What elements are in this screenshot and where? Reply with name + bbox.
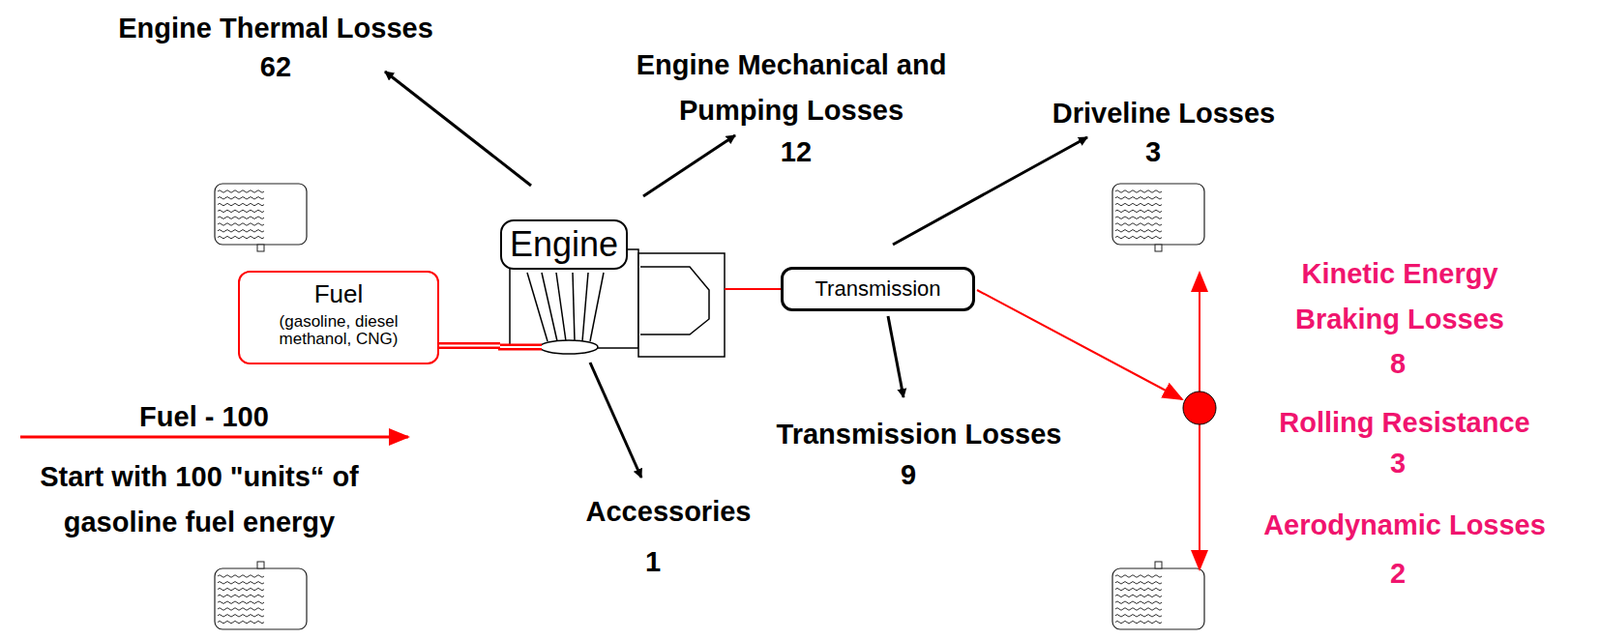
flow-connector <box>439 345 501 347</box>
input-note-wrap: Start with 100 "units“ of gasoline fuel … <box>5 454 393 546</box>
loss-label: Aerodynamic Losses <box>1261 509 1548 541</box>
fuel-line-core <box>439 345 501 348</box>
loss-label-wrap: Kinetic Energy Braking Losses <box>1254 251 1545 343</box>
loss-label-wrap: Aerodynamic Losses <box>1261 503 1548 549</box>
loss-value: 2 <box>1388 558 1408 590</box>
drive-line <box>724 288 781 291</box>
loss-label-wrap: Engine Mechanical and Pumping Losses <box>578 42 1005 134</box>
loss-value: 3 <box>1143 136 1163 168</box>
loss-value-wrap: 3 <box>1143 129 1163 176</box>
fuel-input-arrow <box>20 437 409 439</box>
loss-value: 8 <box>1388 348 1408 380</box>
loss-label-wrap: Transmission Losses <box>774 412 1065 458</box>
loss-value-wrap: 2 <box>1388 551 1408 597</box>
loss-value-wrap: 8 <box>1388 341 1408 387</box>
input-note: Start with 100 "units“ of gasoline fuel … <box>37 461 361 538</box>
loss-arrows <box>385 71 1088 478</box>
loss-label: Driveline Losses <box>1050 97 1278 129</box>
fuel-title: Fuel <box>245 278 432 310</box>
loss-value: 62 <box>258 51 294 83</box>
loss-value: 1 <box>643 546 663 578</box>
loss-value-wrap: 1 <box>643 539 663 586</box>
loss-value: 3 <box>1388 447 1408 479</box>
tire <box>1112 562 1205 630</box>
fuel-box: Fuel(gasoline, diesel methanol, CNG) <box>237 270 440 365</box>
tire <box>214 183 307 252</box>
loss-label: Engine Mechanical and Pumping Losses <box>634 49 949 126</box>
loss-label: Rolling Resistance <box>1276 407 1532 439</box>
transmission-box: Transmission <box>780 266 976 312</box>
flow-connector <box>724 289 781 291</box>
fuel-line <box>439 342 501 350</box>
transmission-label: Transmission <box>815 276 942 302</box>
loss-value-wrap: 62 <box>258 44 294 90</box>
loss-label-wrap: Rolling Resistance <box>1276 400 1532 446</box>
loss-label-wrap: Engine Thermal Losses <box>116 5 436 52</box>
loss-label: Transmission Losses <box>774 418 1065 450</box>
input-label-wrap: Fuel - 100 <box>137 394 271 441</box>
input-label: Fuel - 100 <box>137 401 271 433</box>
loss-value-wrap: 3 <box>1388 441 1408 487</box>
engine-node: Engine <box>500 219 725 357</box>
fuel-types: (gasoline, diesel methanol, CNG) <box>245 313 432 349</box>
tires <box>214 183 1205 630</box>
tire <box>214 562 307 630</box>
tire <box>1112 183 1205 252</box>
loss-value-wrap: 12 <box>778 129 814 176</box>
loss-value-wrap: 9 <box>898 452 919 499</box>
loss-label-wrap: Accessories <box>584 489 754 535</box>
loss-label: Accessories <box>584 496 754 528</box>
loss-value: 12 <box>778 136 814 168</box>
fuel-line-continuation <box>498 347 542 349</box>
loss-value: 9 <box>898 459 919 491</box>
loss-label: Engine Thermal Losses <box>116 12 436 44</box>
engine-label: Engine <box>500 219 628 270</box>
loss-label: Kinetic Energy Braking Losses <box>1293 258 1507 335</box>
loss-label-wrap: Driveline Losses <box>1050 90 1278 137</box>
